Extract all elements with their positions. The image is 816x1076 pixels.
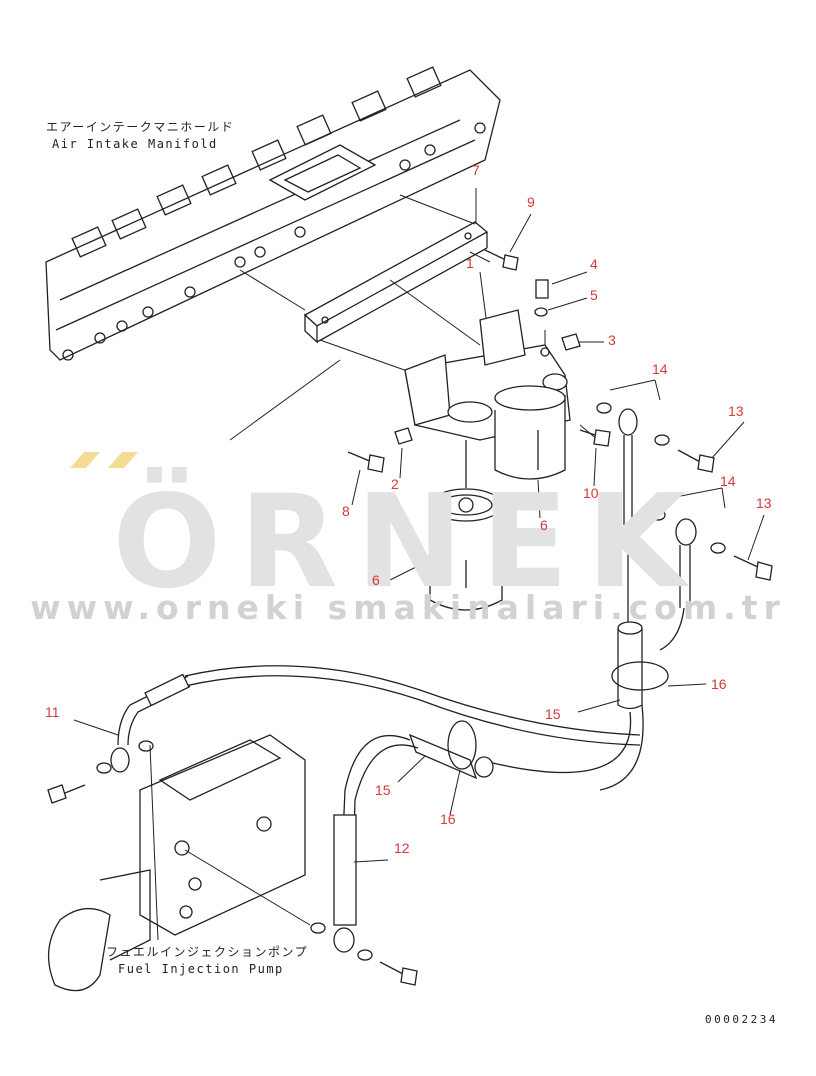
part-label-13-lower: 13 [756,495,772,511]
part-label-15-lower: 15 [375,782,391,798]
part-label-14-lower: 14 [720,473,736,489]
part-label-1: 1 [466,255,474,271]
part-label-12: 12 [394,840,410,856]
pump-caption-jp: フュエルインジェクションポンプ [106,945,309,959]
air-intake-manifold [45,66,501,361]
part-label-7: 7 [472,162,480,178]
part-label-3: 3 [608,332,616,348]
watermark-accent-left [70,452,100,468]
fuel-hoses [117,435,691,926]
leader-lines [73,188,765,941]
part-label-6-lower: 6 [372,572,380,588]
part-label-4: 4 [590,256,598,272]
part-label-6-upper: 6 [540,517,548,533]
part-label-15-upper: 15 [545,706,561,722]
filter-cartridge-installed [494,385,566,480]
pump-caption-en: Fuel Injection Pump [118,962,284,976]
part-label-9: 9 [527,194,535,210]
fuel-injection-pump [47,734,306,992]
part-label-16-upper: 16 [711,676,727,692]
drawing-code: 00002234 [705,1013,778,1026]
part-label-14-upper: 14 [652,361,668,377]
part-label-2: 2 [391,476,399,492]
filter-cartridge-spare [429,440,503,611]
part-label-5: 5 [590,287,598,303]
manifold-caption-en: Air Intake Manifold [52,137,218,151]
part-label-11: 11 [45,704,60,720]
part-label-8: 8 [342,503,350,519]
manifold-caption-jp: エアーインテークマニホールド [46,120,235,134]
part-label-16-lower: 16 [440,811,456,827]
part-label-10: 10 [583,485,599,501]
fasteners [47,249,773,986]
part-label-13-upper: 13 [728,403,744,419]
mounting-bar [303,221,489,344]
watermark-accent-right [108,452,138,468]
